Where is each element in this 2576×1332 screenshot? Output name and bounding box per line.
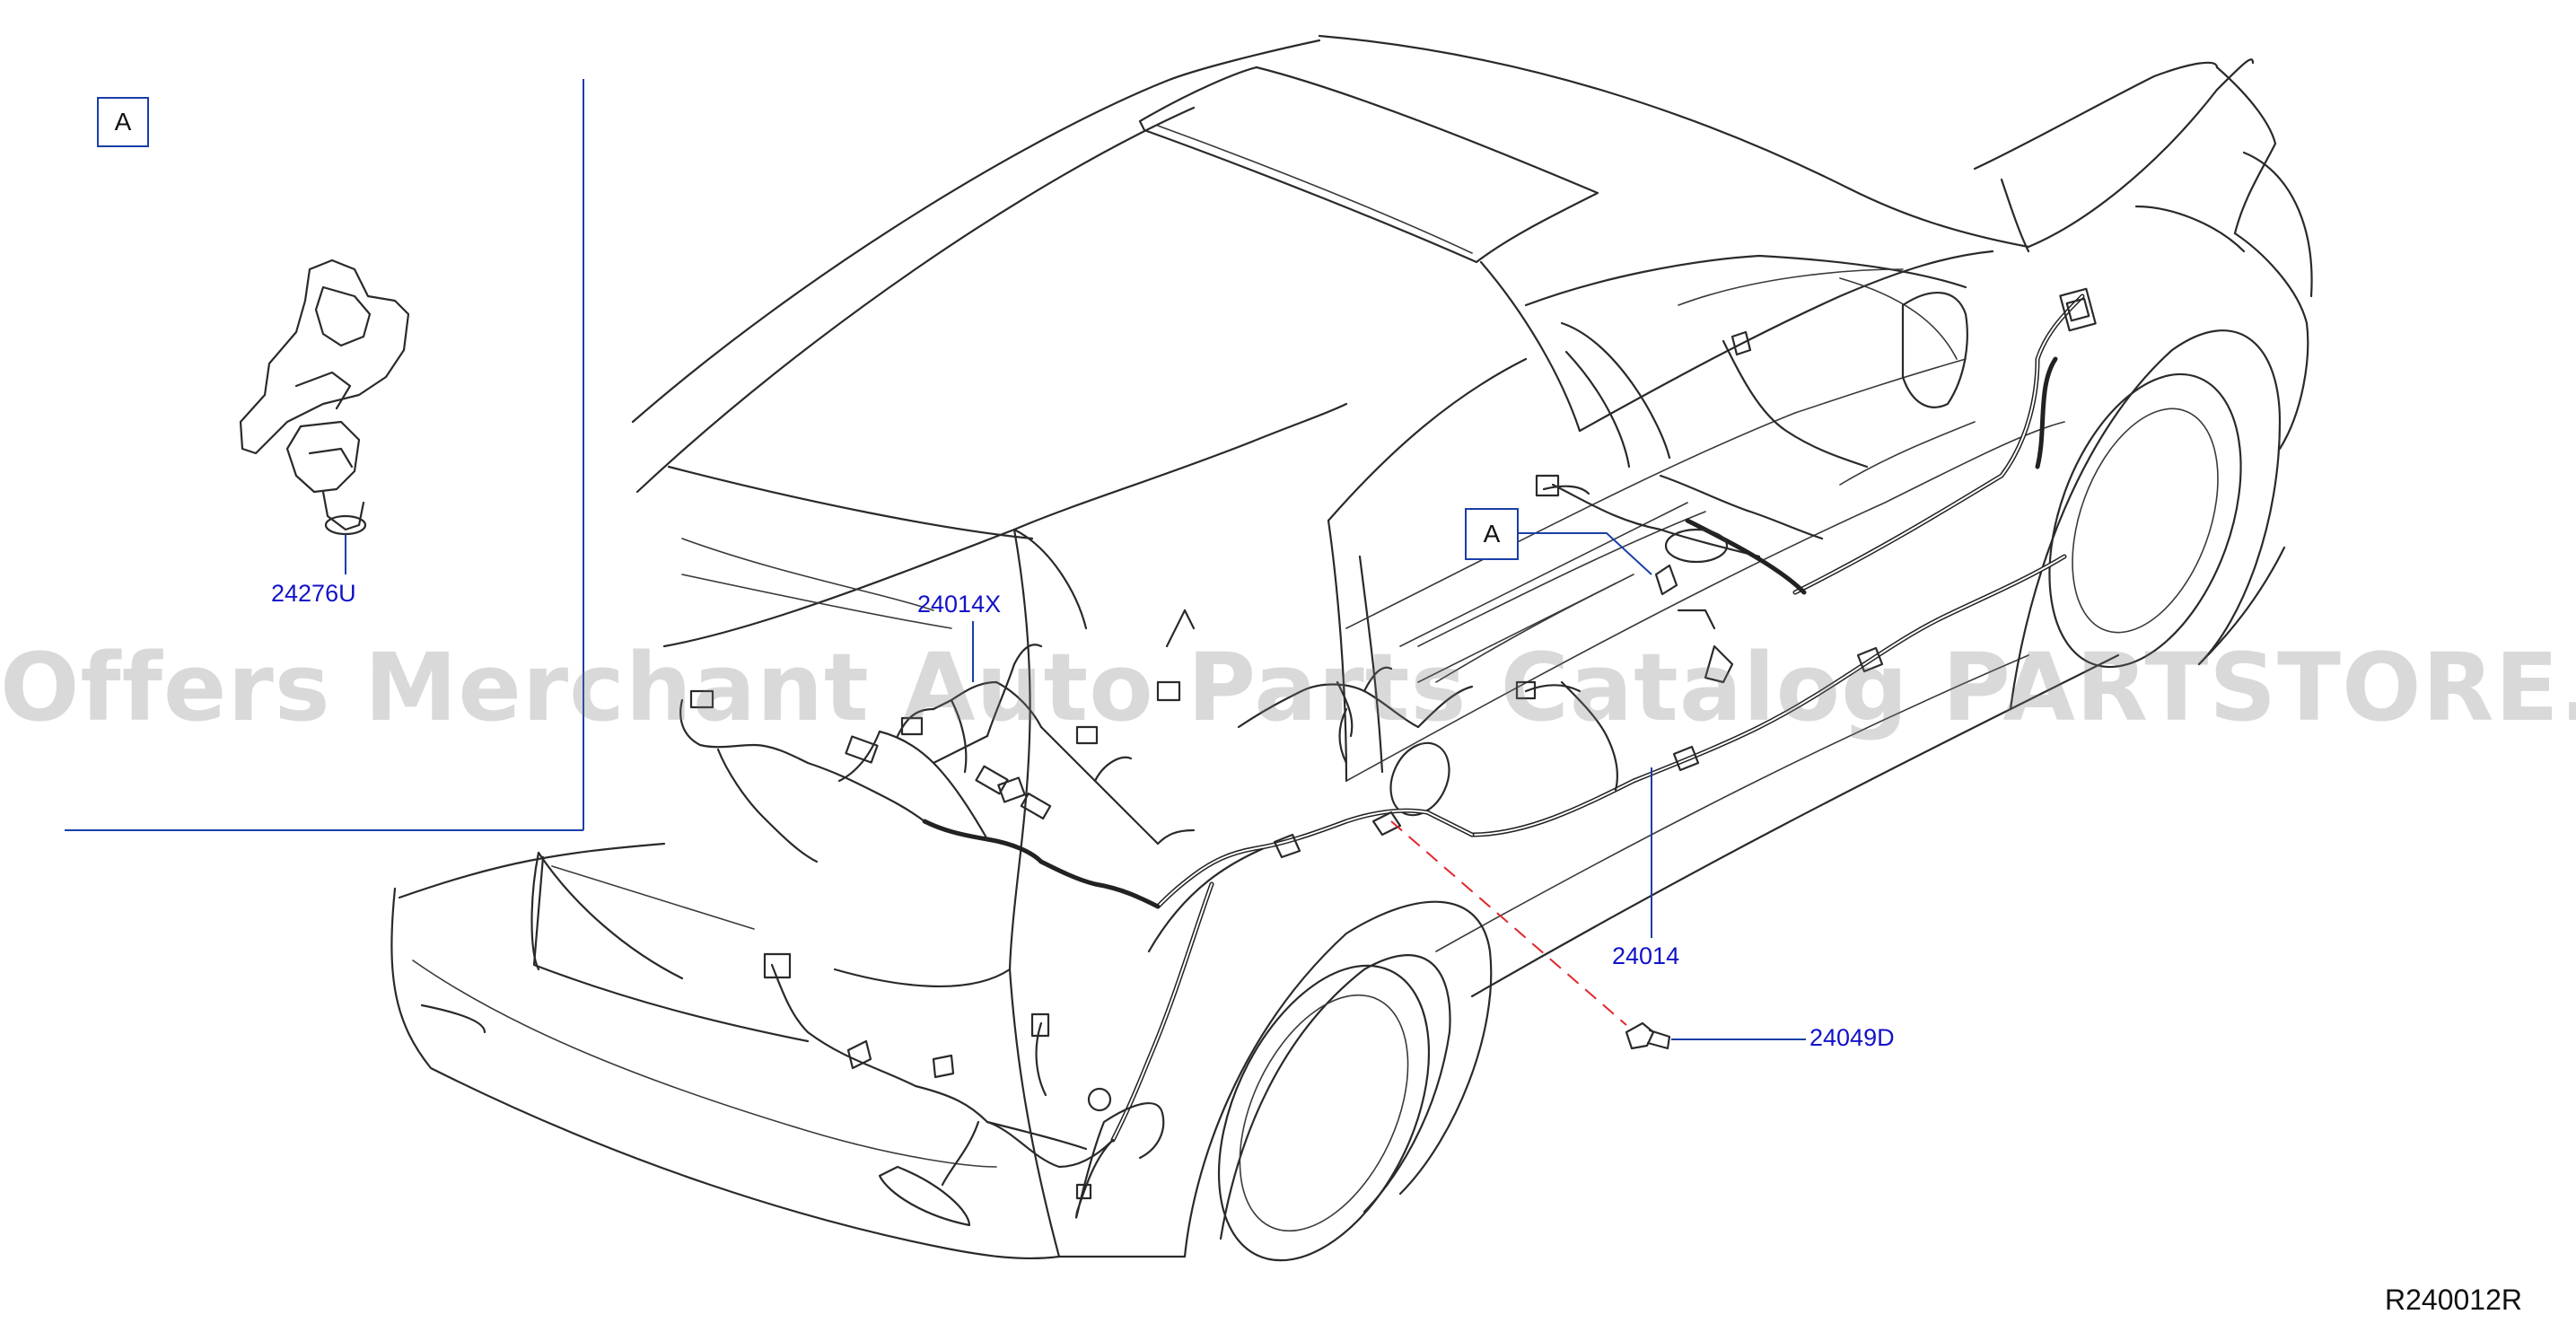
bolt-dashed-line xyxy=(1390,820,1627,1026)
leader-lines xyxy=(972,532,1806,1040)
inset-frame xyxy=(65,79,584,831)
part-label-24049D[interactable]: 24049D xyxy=(1809,1024,1895,1051)
clip-part-24276U xyxy=(239,259,410,574)
inset-callout-a: A xyxy=(97,97,149,147)
main-callout-a: A xyxy=(1465,508,1519,560)
wiring-harness xyxy=(679,287,2097,1219)
part-label-24014X[interactable]: 24014X xyxy=(917,591,1002,618)
watermark-text: Offers Merchant Auto Parts Catalog PARTS… xyxy=(0,633,2576,742)
diagram-reference-code: R240012R xyxy=(2385,1284,2522,1316)
bolt-24049D xyxy=(1625,1021,1671,1050)
part-label-24276U[interactable]: 24276U xyxy=(271,580,356,607)
car-body-outline xyxy=(390,34,2313,1262)
part-label-24014[interactable]: 24014 xyxy=(1612,942,1680,969)
